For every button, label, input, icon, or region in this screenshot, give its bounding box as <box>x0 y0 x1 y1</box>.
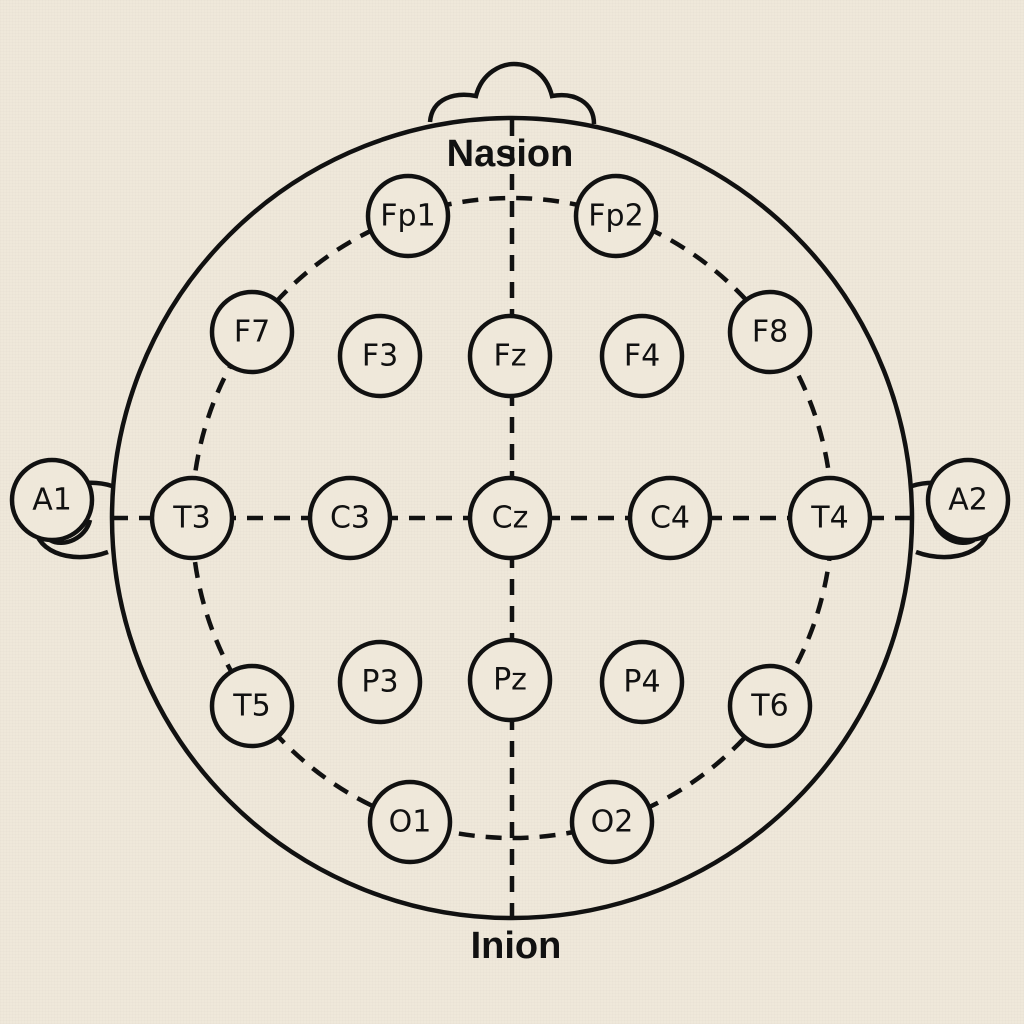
electrode-label: Fp2 <box>588 199 643 234</box>
electrode-circle <box>307 475 393 561</box>
electrode-t4: T4 <box>787 475 873 561</box>
electrode-label: T4 <box>810 501 848 536</box>
electrode-label: O2 <box>591 805 634 840</box>
electrode-circle <box>599 639 685 725</box>
electrode-o1: O1 <box>367 779 453 865</box>
electrode-circle <box>337 313 423 399</box>
electrode-fp2: Fp2 <box>573 173 659 259</box>
electrode-label: C3 <box>330 501 370 536</box>
electrode-circle <box>467 637 553 723</box>
electrode-label: Cz <box>492 501 529 536</box>
electrode-p4: P4 <box>599 639 685 725</box>
electrode-fp1: Fp1 <box>365 173 451 259</box>
electrode-label: F3 <box>362 339 398 374</box>
electrode-f4: F4 <box>599 313 685 399</box>
electrode-circle <box>209 289 295 375</box>
electrode-label: T5 <box>232 689 270 724</box>
electrode-label: Fp1 <box>380 199 435 234</box>
electrode-fz: Fz <box>467 313 553 399</box>
electrode-label: Fz <box>493 339 526 374</box>
electrode-label: T3 <box>172 501 210 536</box>
electrode-label: Pz <box>493 663 527 698</box>
electrode-circle <box>337 639 423 725</box>
electrode-circle <box>925 457 1011 543</box>
electrode-circle <box>599 313 685 399</box>
electrode-f8: F8 <box>727 289 813 375</box>
electrode-circle <box>627 475 713 561</box>
inion-label: Inion <box>471 925 562 967</box>
electrode-label: F4 <box>624 339 660 374</box>
nasion-label: Nasion <box>447 133 574 175</box>
electrode-a1: A1 <box>9 457 95 543</box>
electrode-circle <box>209 663 295 749</box>
electrode-circle <box>149 475 235 561</box>
electrode-f3: F3 <box>337 313 423 399</box>
electrode-c4: C4 <box>627 475 713 561</box>
electrode-c3: C3 <box>307 475 393 561</box>
electrode-circle <box>727 289 813 375</box>
electrode-t6: T6 <box>727 663 813 749</box>
electrode-label: C4 <box>650 501 690 536</box>
electrode-t5: T5 <box>209 663 295 749</box>
electrode-label: F7 <box>234 315 270 350</box>
electrode-label: F8 <box>752 315 788 350</box>
electrode-circle <box>9 457 95 543</box>
electrode-circle <box>467 475 553 561</box>
electrode-a2: A2 <box>925 457 1011 543</box>
electrode-label: O1 <box>389 805 432 840</box>
electrode-label: P3 <box>361 665 398 700</box>
electrode-cz: Cz <box>467 475 553 561</box>
electrode-circle <box>467 313 553 399</box>
electrode-label: P4 <box>623 665 660 700</box>
electrode-label: T6 <box>750 689 788 724</box>
electrode-f7: F7 <box>209 289 295 375</box>
electrode-circle <box>367 779 453 865</box>
electrode-o2: O2 <box>569 779 655 865</box>
electrode-circle <box>573 173 659 259</box>
electrode-label: A1 <box>32 483 72 518</box>
electrode-circle <box>787 475 873 561</box>
electrode-circle <box>365 173 451 259</box>
electrode-pz: Pz <box>467 637 553 723</box>
electrode-circle <box>727 663 813 749</box>
nose-outline <box>427 61 597 125</box>
electrode-t3: T3 <box>149 475 235 561</box>
electrode-circle <box>569 779 655 865</box>
electrode-p3: P3 <box>337 639 423 725</box>
electrode-label: A2 <box>948 483 988 518</box>
